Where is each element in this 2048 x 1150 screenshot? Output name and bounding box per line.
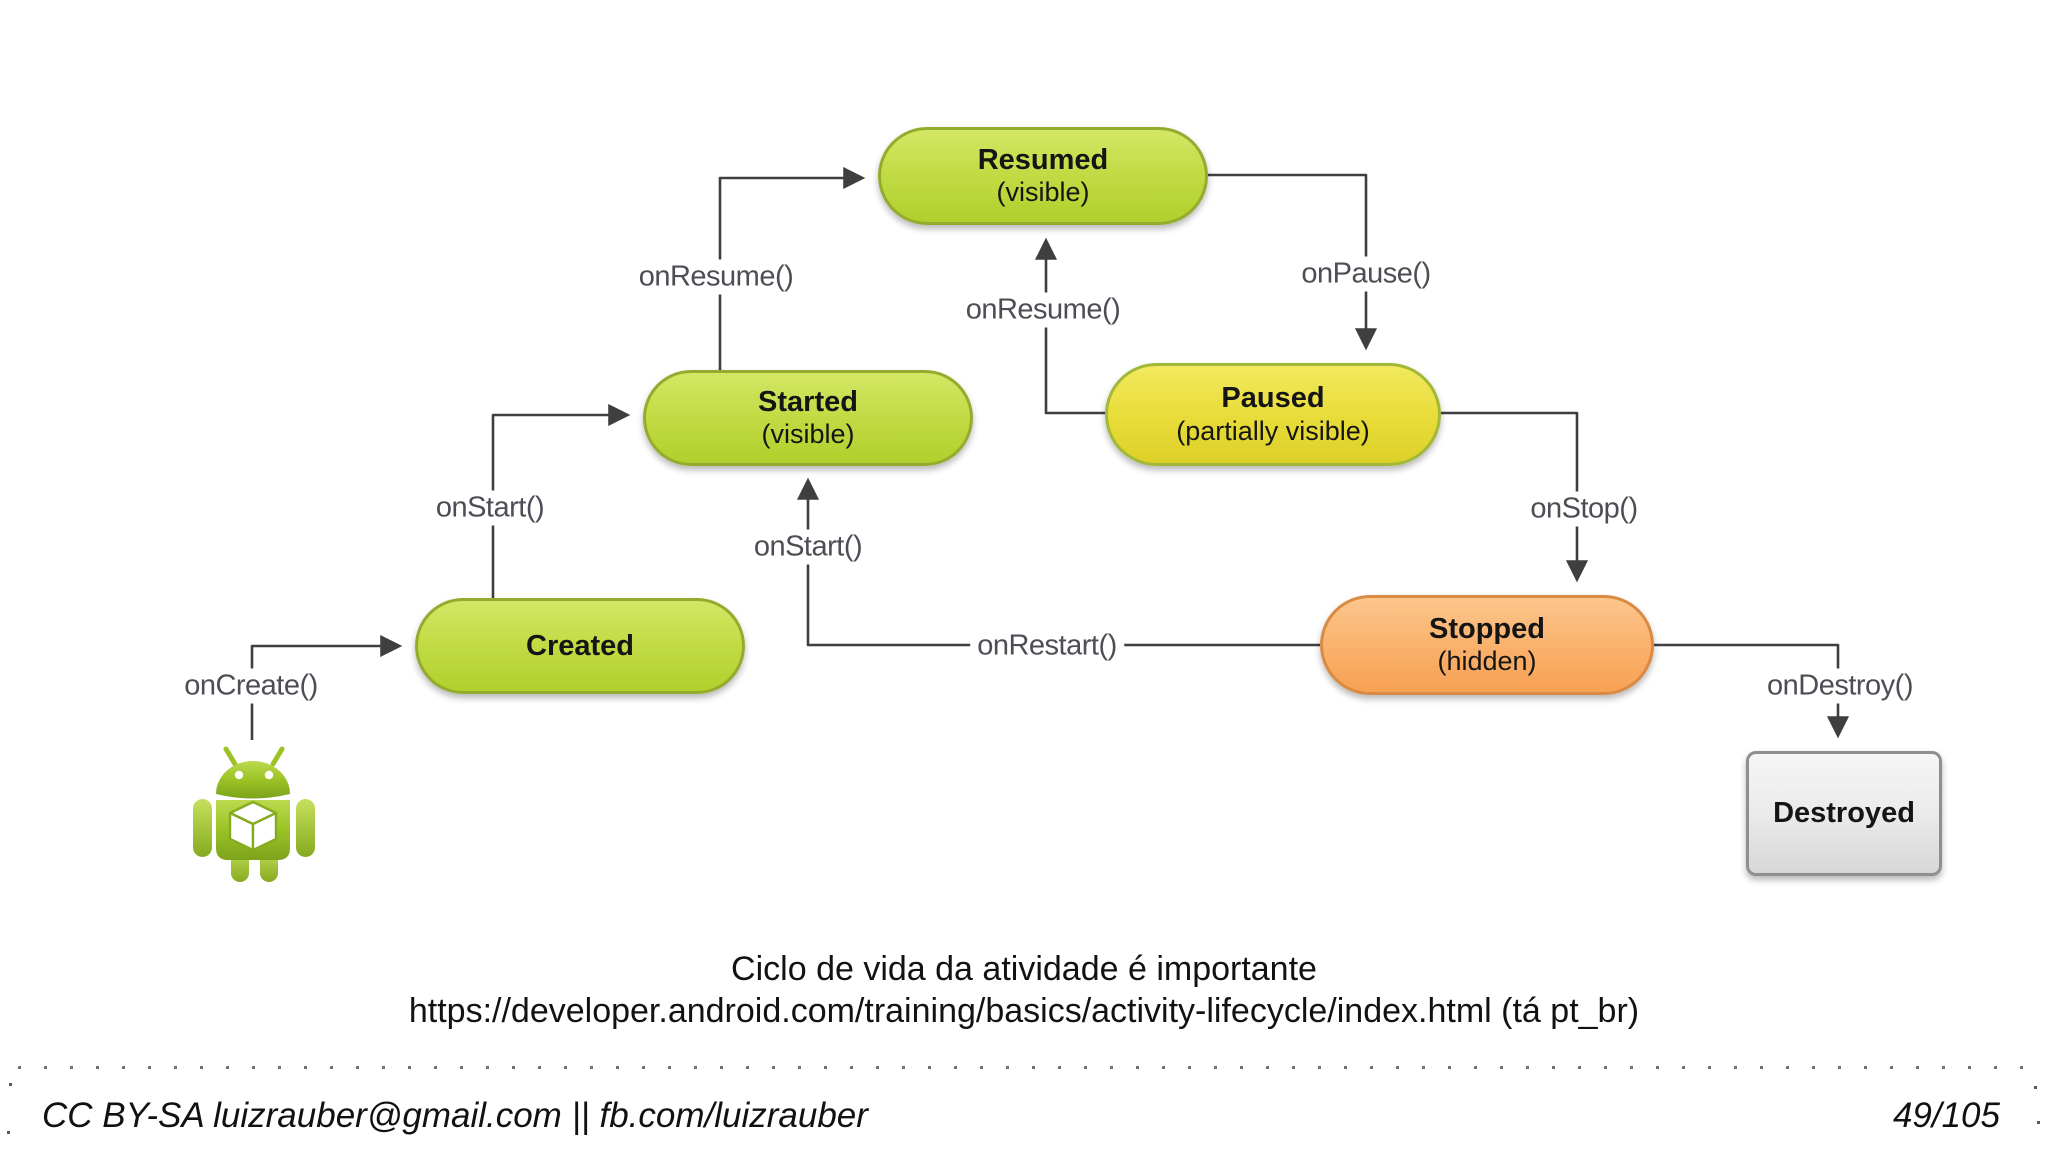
edge-onrestart [796, 477, 1320, 647]
state-node-resumed: Resumed (visible) [878, 127, 1208, 225]
callback-label-onrestart: onRestart() [970, 628, 1124, 664]
state-subtitle-stopped: (hidden) [1437, 646, 1537, 677]
state-title-resumed: Resumed [977, 143, 1109, 176]
callback-label-onstart-mid: onStart() [746, 529, 870, 565]
callback-label-onresume-left: onResume() [631, 259, 801, 295]
edge-dot [2034, 1086, 2037, 1089]
state-node-paused: Paused (partially visible) [1105, 363, 1441, 466]
callback-label-ondestroy: onDestroy() [1760, 668, 1920, 704]
dotted-separator [18, 1066, 2032, 1069]
caption-block: Ciclo de vida da atividade é importante … [0, 948, 2048, 1032]
state-subtitle-started: (visible) [761, 419, 855, 450]
callback-label-onstop: onStop() [1523, 491, 1645, 527]
callback-label-onstart-left: onStart() [428, 490, 552, 526]
edge-dot [2037, 1121, 2040, 1124]
state-title-stopped: Stopped [1429, 612, 1545, 645]
edge-dot [7, 1131, 10, 1134]
state-title-destroyed: Destroyed [1773, 797, 1915, 830]
edge-onstart-left [491, 403, 631, 598]
edge-oncreate [250, 634, 403, 740]
state-title-created: Created [526, 629, 634, 662]
caption-line2: https://developer.android.com/training/b… [408, 992, 1640, 1030]
state-node-created: Created [415, 598, 745, 694]
state-title-paused: Paused [1221, 382, 1325, 415]
caption-line1: Ciclo de vida da atividade é importante [731, 950, 1317, 988]
footer-attribution: CC BY-SA luizrauber@gmail.com || fb.com/… [42, 1096, 868, 1135]
state-node-destroyed: Destroyed [1746, 751, 1942, 876]
state-node-started: Started (visible) [643, 370, 973, 466]
edge-ondestroy [1654, 643, 1850, 739]
state-title-started: Started [758, 385, 858, 418]
edge-dot [9, 1083, 12, 1086]
state-node-stopped: Stopped (hidden) [1320, 595, 1654, 695]
callback-label-onpause: onPause() [1294, 256, 1438, 292]
callback-label-oncreate: onCreate() [177, 668, 325, 704]
callback-label-onresume-mid: onResume() [958, 292, 1128, 328]
state-subtitle-resumed: (visible) [996, 177, 1090, 208]
android-robot-icon [193, 746, 315, 882]
state-subtitle-paused: (partially visible) [1176, 415, 1370, 446]
edge-onresume-left [718, 166, 866, 370]
page-number: 49/105 [1892, 1096, 2000, 1135]
